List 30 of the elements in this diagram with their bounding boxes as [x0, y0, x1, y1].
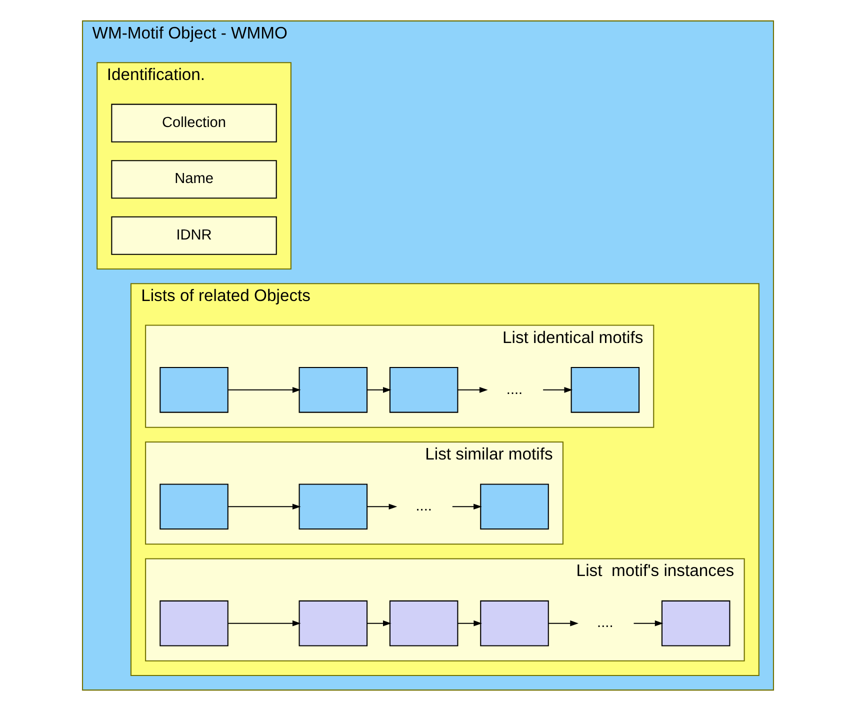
- node-box: [570, 366, 640, 413]
- arrow: [366, 386, 391, 393]
- node-box: [480, 484, 548, 530]
- node-box: [298, 600, 368, 646]
- arrow: [228, 504, 300, 510]
- arrow: [548, 620, 578, 626]
- node-box: [388, 600, 458, 646]
- node-box: [298, 366, 368, 413]
- arrow: [228, 386, 300, 393]
- arrow: [452, 504, 482, 510]
- arrow: [366, 504, 397, 510]
- node-box: [159, 366, 228, 413]
- node-box: [298, 484, 368, 530]
- node-box: [159, 484, 228, 530]
- node-box: [480, 600, 548, 646]
- node-text: ....: [596, 615, 613, 632]
- node-box: Collection: [110, 104, 276, 142]
- arrow: [366, 620, 391, 626]
- node-box: [388, 366, 458, 413]
- node-box: [660, 600, 730, 646]
- node-box: IDNR: [110, 216, 276, 255]
- arrow: [457, 620, 482, 626]
- node-box: Name: [110, 160, 276, 199]
- arrow: [542, 386, 572, 393]
- node-text: ....: [506, 382, 522, 398]
- node-text: ....: [415, 498, 432, 514]
- arrow: [228, 620, 300, 626]
- arrow: [633, 620, 663, 626]
- arrow: [457, 386, 488, 393]
- node-box: [159, 600, 228, 646]
